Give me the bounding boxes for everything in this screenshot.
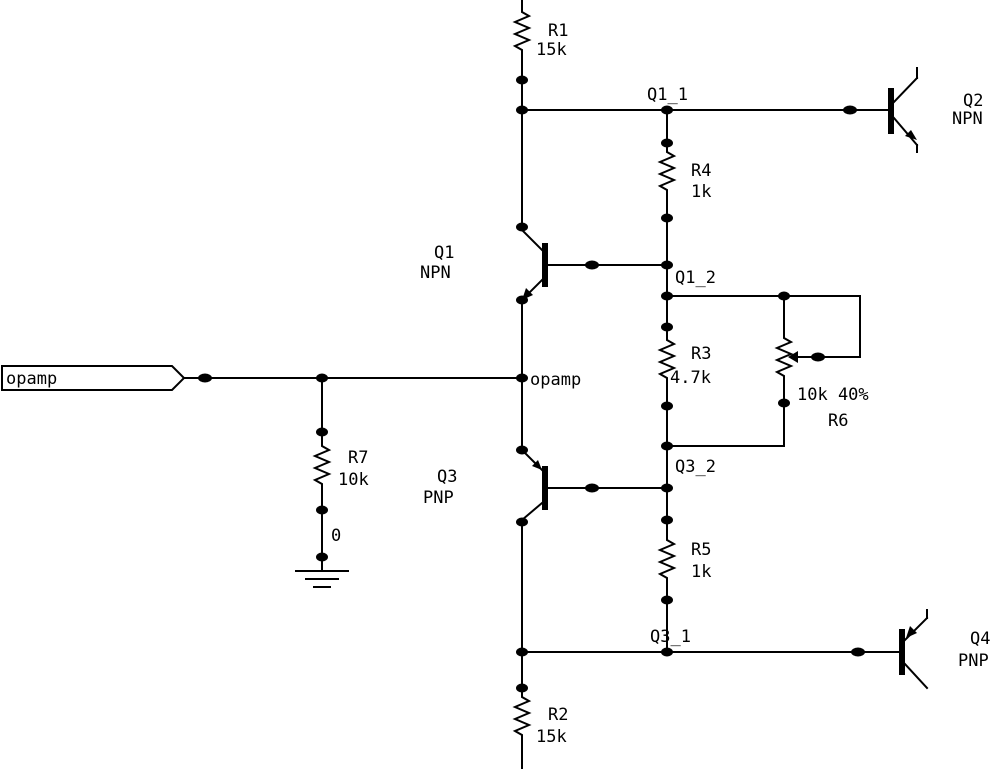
resistor-r3 [657, 329, 677, 397]
label-r4-value: 1k [691, 182, 711, 202]
label-r6-ref: R6 [828, 411, 848, 431]
label-q1-type: NPN [420, 263, 451, 283]
junction-dots [198, 75, 865, 693]
label-r6-value: 10k 40% [797, 385, 869, 405]
label-r1-ref: R1 [548, 21, 568, 41]
label-r3-value: 4.7k [670, 368, 711, 388]
label-r3-ref: R3 [691, 344, 711, 364]
resistor-r1 [512, 4, 532, 59]
resistor-r5 [657, 529, 677, 591]
label-r5-value: 1k [691, 562, 711, 582]
label-ground-net: 0 [331, 526, 341, 546]
label-q2-type: NPN [952, 109, 983, 129]
label-net-q3-1: Q3_1 [650, 627, 691, 647]
transistor-q4 [857, 609, 929, 690]
label-q1-ref: Q1 [434, 243, 454, 263]
label-q4-ref: Q4 [970, 629, 990, 649]
wire-middle-column [521, 109, 859, 653]
label-q4-type: PNP [958, 651, 989, 671]
label-net-q1-1: Q1_1 [647, 85, 688, 105]
label-r1-value: 15k [536, 40, 567, 60]
label-r7-ref: R7 [348, 448, 368, 468]
label-r2-ref: R2 [548, 705, 568, 725]
label-q3-ref: Q3 [437, 467, 457, 487]
resistor-r2 [512, 689, 532, 743]
label-port-opamp: opamp [6, 369, 57, 389]
resistor-r4 [657, 144, 677, 211]
transistor-q2 [849, 67, 919, 153]
label-net-opamp: opamp [530, 370, 581, 390]
ground-symbol [295, 570, 349, 588]
resistor-r7 [312, 377, 332, 571]
label-r5-ref: R5 [691, 540, 711, 560]
input-port-opamp [1, 365, 523, 391]
potentiometer-r6 [666, 295, 861, 447]
label-q3-type: PNP [423, 488, 454, 508]
label-r2-value: 15k [536, 727, 567, 747]
label-net-q1-2: Q1_2 [675, 268, 716, 288]
label-net-q3-2: Q3_2 [675, 457, 716, 477]
label-q2-ref: Q2 [963, 91, 983, 111]
label-r4-ref: R4 [691, 161, 711, 181]
label-r7-value: 10k [338, 470, 369, 490]
